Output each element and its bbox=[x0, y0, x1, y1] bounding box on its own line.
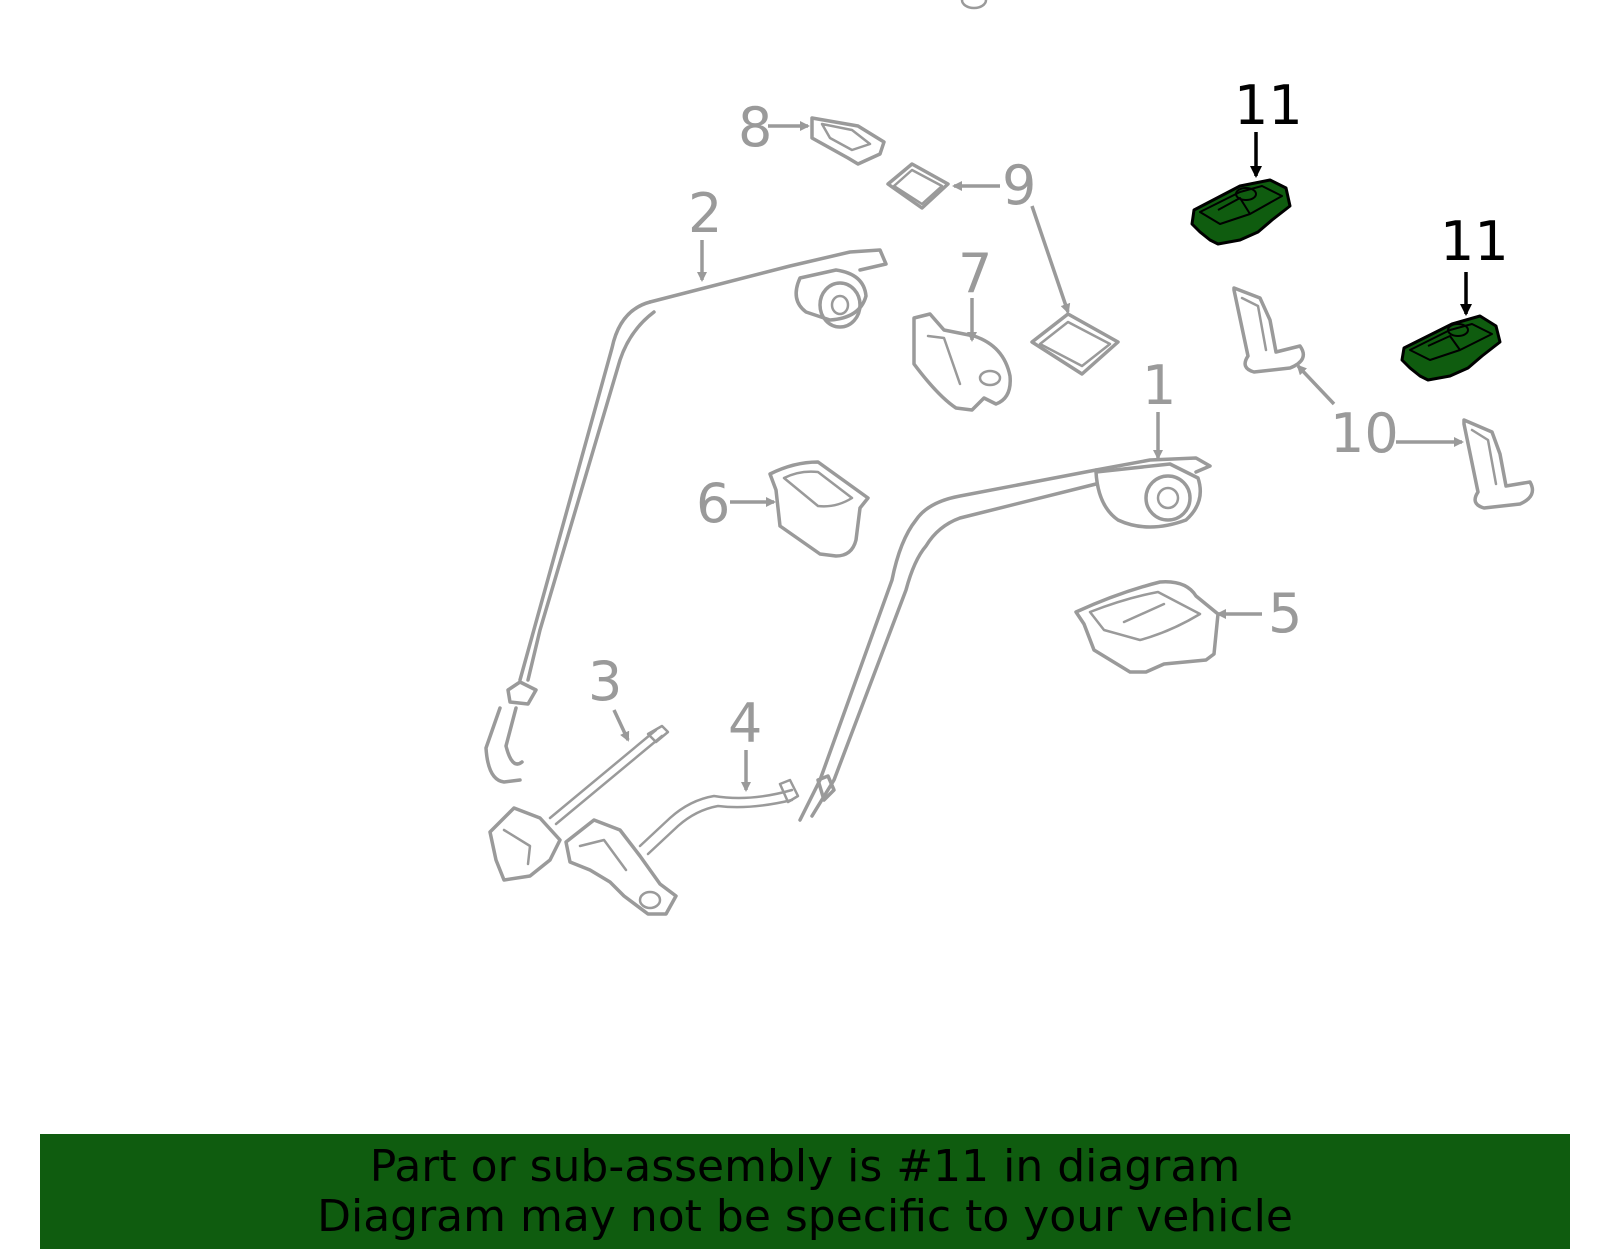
callout-8: 8 bbox=[738, 96, 772, 159]
part-8-trim-cap bbox=[810, 116, 886, 166]
part-10-clip-lower bbox=[1462, 418, 1535, 510]
part-5-tray bbox=[1074, 580, 1220, 674]
part-11-highlighted-lower bbox=[1400, 314, 1502, 382]
part-9-pad-upper bbox=[886, 162, 950, 210]
part-6-bin bbox=[768, 460, 870, 558]
callout-7: 7 bbox=[958, 242, 992, 305]
callout-5: 5 bbox=[1268, 582, 1302, 645]
part-11-highlighted-upper bbox=[1190, 178, 1292, 246]
part-2-seat-belt bbox=[484, 248, 888, 784]
part-1-seat-belt bbox=[798, 456, 1212, 822]
callout-4: 4 bbox=[728, 692, 762, 755]
callout-6: 6 bbox=[696, 472, 730, 535]
info-banner: Part or sub-assembly is #11 in diagram D… bbox=[40, 1134, 1570, 1249]
part-3-wire-sensor bbox=[488, 724, 670, 882]
banner-line-1: Part or sub-assembly is #11 in diagram bbox=[369, 1141, 1241, 1192]
part-10-clip-upper bbox=[1232, 286, 1306, 374]
part-7-bracket bbox=[912, 0, 1012, 412]
banner-line-2: Diagram may not be specific to your vehi… bbox=[317, 1191, 1293, 1242]
part-9-pad-lower bbox=[1030, 312, 1120, 376]
part-4-buckle bbox=[564, 778, 800, 916]
callout-1: 1 bbox=[1142, 354, 1176, 417]
callout-11-upper: 11 bbox=[1234, 74, 1303, 137]
callout-2: 2 bbox=[688, 182, 722, 245]
callout-11-lower: 11 bbox=[1440, 210, 1509, 273]
callout-3: 3 bbox=[588, 650, 622, 713]
callout-10: 10 bbox=[1330, 402, 1399, 465]
